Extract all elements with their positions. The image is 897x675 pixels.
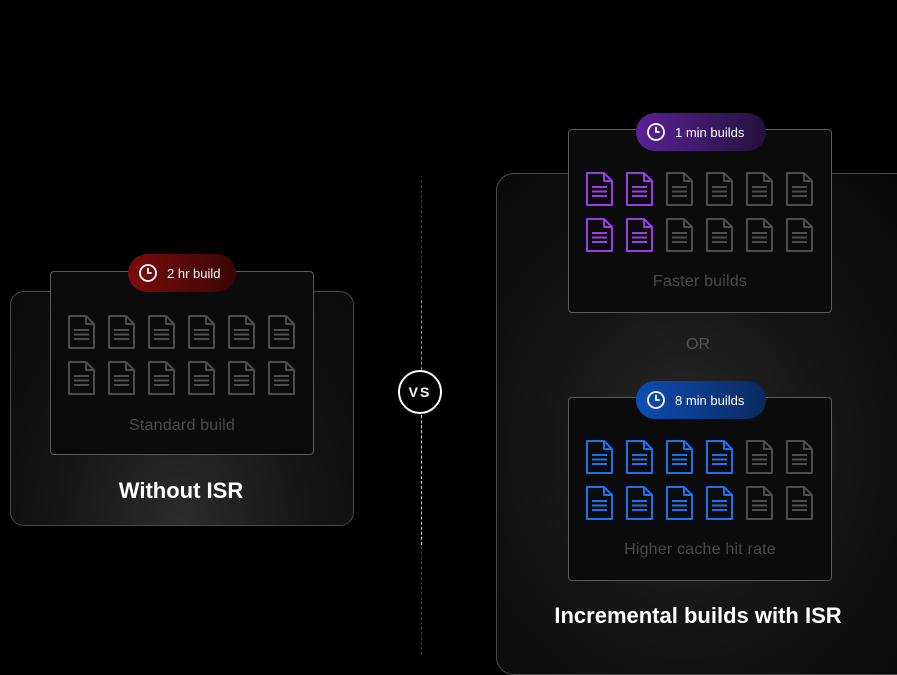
document-icon-active xyxy=(706,440,733,474)
document-icon xyxy=(148,315,175,349)
document-icon xyxy=(268,361,295,395)
document-icon xyxy=(786,440,813,474)
document-icon-active xyxy=(626,172,653,206)
document-icon xyxy=(746,218,773,252)
vs-badge: VS xyxy=(398,370,442,414)
divider-line-highlight-top xyxy=(421,300,422,370)
document-icon xyxy=(746,486,773,520)
document-icon xyxy=(268,315,295,349)
document-icon xyxy=(188,361,215,395)
document-icon xyxy=(666,172,693,206)
document-icon xyxy=(108,315,135,349)
document-icon xyxy=(108,361,135,395)
document-icon xyxy=(188,315,215,349)
standard-build-label: Standard build xyxy=(129,417,235,434)
document-icon xyxy=(706,218,733,252)
document-icon xyxy=(68,315,95,349)
faster-builds-label: Faster builds xyxy=(652,273,748,290)
divider-line-highlight xyxy=(421,415,422,545)
or-label: OR xyxy=(686,336,710,353)
badge-label: 2 hr build xyxy=(167,265,221,281)
document-icon-active xyxy=(706,486,733,520)
clock-icon xyxy=(139,264,157,282)
standard-build-docs xyxy=(67,315,295,395)
document-icon-active xyxy=(586,218,613,252)
document-icon-active xyxy=(586,486,613,520)
document-icon xyxy=(148,361,175,395)
vs-label: VS xyxy=(408,384,432,400)
cache-hit-docs xyxy=(585,440,813,520)
document-icon xyxy=(228,361,255,395)
faster-builds-docs xyxy=(585,172,813,252)
document-icon-active xyxy=(666,486,693,520)
document-icon xyxy=(228,315,255,349)
document-icon-active xyxy=(586,440,613,474)
build-time-badge-8min: 8 min builds xyxy=(636,381,766,419)
document-icon-active xyxy=(626,440,653,474)
document-icon xyxy=(746,440,773,474)
build-time-badge-1min: 1 min builds xyxy=(636,113,766,151)
document-icon xyxy=(666,218,693,252)
cache-hit-label: Higher cache hit rate xyxy=(624,541,776,558)
incremental-isr-title: Incremental builds with ISR xyxy=(554,603,842,628)
document-icon-active xyxy=(666,440,693,474)
document-icon xyxy=(706,172,733,206)
document-icon-active xyxy=(626,218,653,252)
document-icon xyxy=(786,172,813,206)
without-isr-title: Without ISR xyxy=(118,478,244,503)
badge-label: 8 min builds xyxy=(675,392,745,408)
clock-icon xyxy=(647,391,665,409)
clock-icon xyxy=(647,123,665,141)
document-icon-active xyxy=(626,486,653,520)
document-icon xyxy=(68,361,95,395)
badge-label: 1 min builds xyxy=(675,124,745,140)
document-icon-active xyxy=(586,172,613,206)
document-icon xyxy=(786,486,813,520)
document-icon xyxy=(786,218,813,252)
build-time-badge-2hr: 2 hr build xyxy=(128,254,236,292)
document-icon xyxy=(746,172,773,206)
